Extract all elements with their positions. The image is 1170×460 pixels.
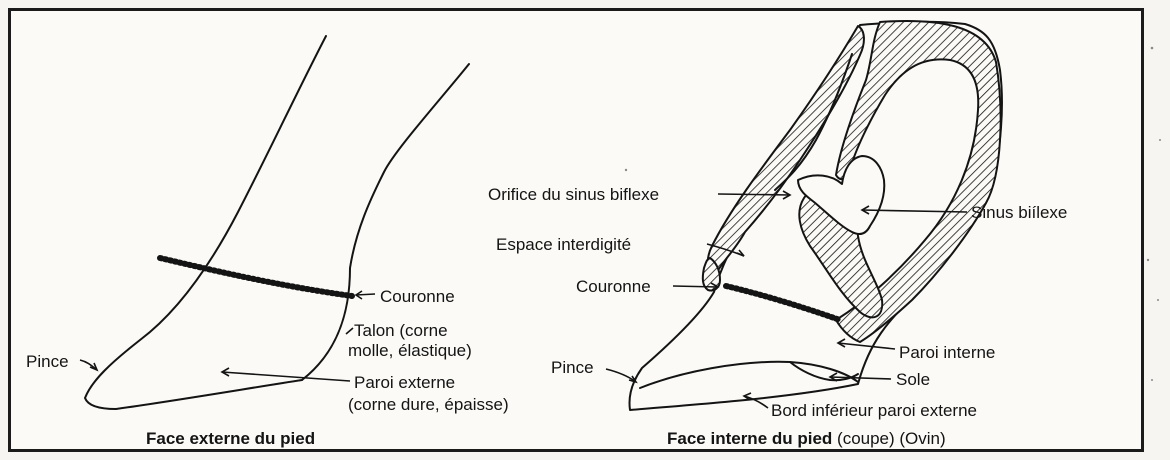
external-leader-lines <box>80 291 375 381</box>
front-outline <box>85 36 326 409</box>
label-sinus-biflexe: Sinus biílexe <box>971 203 1067 222</box>
caption-external-face-text: Face externe du pied <box>146 429 315 448</box>
label-bord-inferieur: Bord inférieur paroi externe <box>771 401 977 420</box>
label-pince-internal: Pince <box>551 358 594 377</box>
label-orifice-sinus: Orifice du sinus biflexe <box>488 185 659 204</box>
sole-outline <box>116 380 302 409</box>
label-espace-interdigite: Espace interdigité <box>496 235 631 254</box>
label-talon-line2: molle, élastique) <box>348 341 472 360</box>
caption-external-face: Face externe du pied <box>146 429 315 449</box>
label-pince-external: Pince <box>26 352 69 371</box>
label-paroi-externe-line1: Paroi externe <box>354 373 455 392</box>
label-paroi-externe-line2: (corne dure, épaisse) <box>348 395 509 414</box>
caption-internal-face-rest: (coupe) (Ovin) <box>832 429 945 448</box>
label-sole: Sole <box>896 370 930 389</box>
caption-internal-face-bold: Face interne du pied <box>667 429 832 448</box>
label-couronne-external: Couronne <box>380 287 455 306</box>
label-paroi-interne: Paroi interne <box>899 343 995 362</box>
caption-internal-face: Face interne du pied (coupe) (Ovin) <box>667 429 946 449</box>
label-couronne-internal: Couronne <box>576 277 651 296</box>
label-talon-line1: Talon (corne <box>354 321 448 340</box>
